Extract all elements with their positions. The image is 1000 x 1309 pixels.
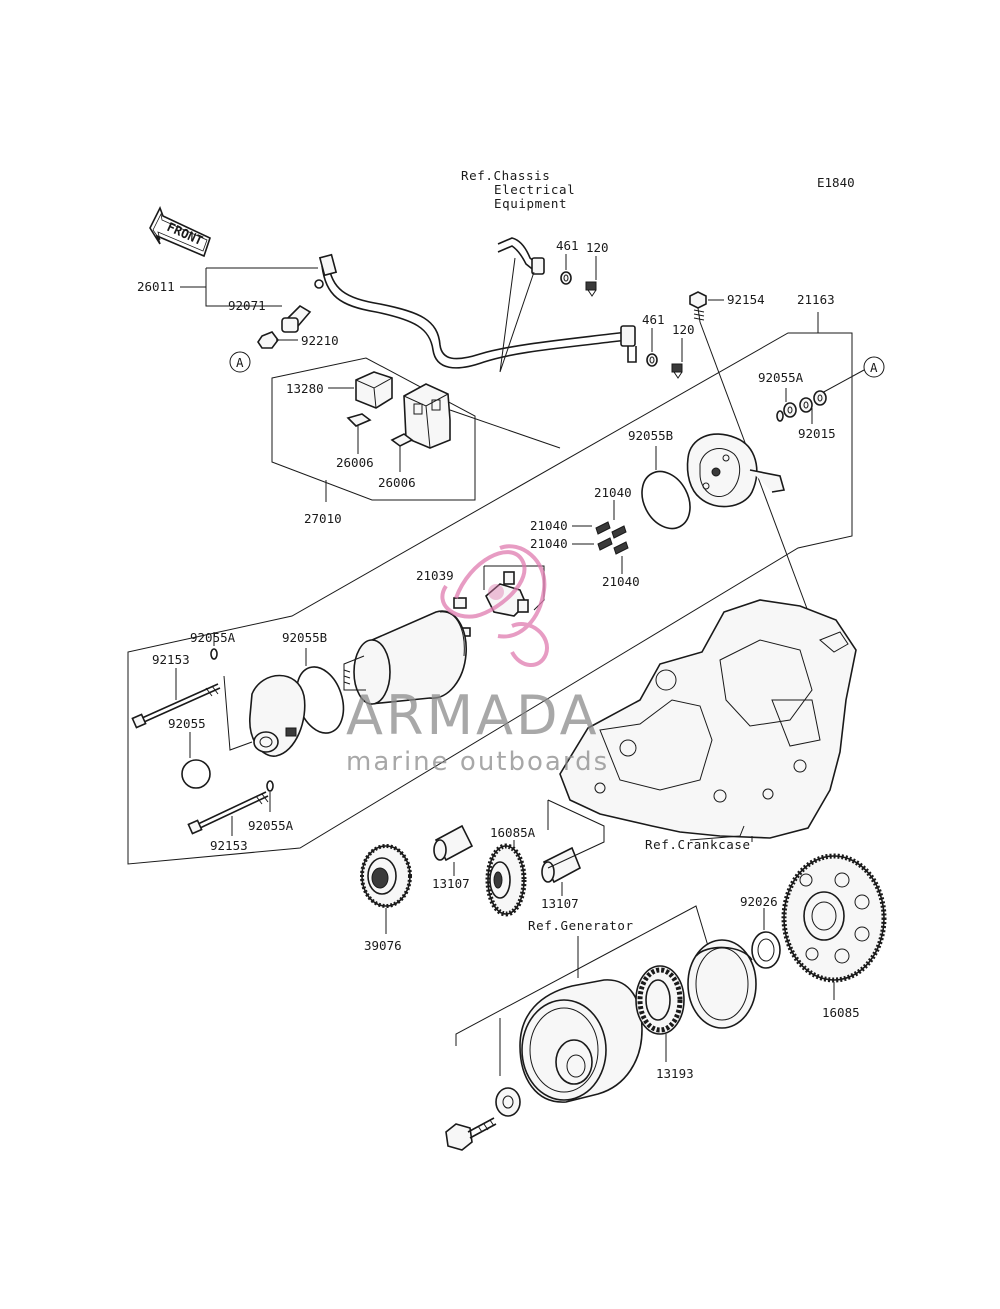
- watermark-brand: ARMADA: [346, 684, 600, 747]
- label-92210: 92210: [301, 333, 339, 348]
- ref-generator: Ref.Generator: [528, 918, 634, 933]
- label-92055A-bottom: 92055A: [248, 818, 294, 833]
- marker-a-right: [863, 356, 885, 378]
- label-26006-a: 26006: [336, 455, 374, 470]
- starter-rear-cover: [686, 433, 786, 508]
- washer-461-top: [560, 271, 572, 285]
- leader-front-cover-bracket: [223, 675, 253, 751]
- shaft-13107-a: [433, 824, 474, 862]
- bolt-120-lower: [671, 363, 683, 379]
- front-arrow-icon: FRONT: [149, 206, 211, 258]
- label-92015: 92015: [798, 426, 836, 441]
- ground-cable: [497, 237, 545, 373]
- label-21040-d: 21040: [602, 574, 640, 589]
- cable-terminal: [257, 304, 312, 349]
- label-21040-c: 21040: [530, 536, 568, 551]
- label-92026: 92026: [740, 894, 778, 909]
- fuse-26006-a: [346, 413, 372, 427]
- marker-a-right-text: A: [870, 360, 878, 375]
- nut-92015: [783, 390, 827, 418]
- rotor-bolt: [445, 1117, 497, 1151]
- label-13193: 13193: [656, 1066, 694, 1081]
- gear-16085A: [485, 843, 527, 917]
- bolt-92154: [689, 291, 707, 323]
- starter-gear-16085: [781, 853, 887, 983]
- label-120-top: 120: [586, 240, 609, 255]
- oring-92055A-left: [210, 648, 218, 660]
- starter-assembly-outline: [127, 332, 853, 865]
- starter-motor-yoke: [343, 610, 467, 705]
- ref-chassis-line1: Ref.Chassis: [461, 168, 550, 183]
- relay-cover-13280: [355, 371, 393, 409]
- label-92055: 92055: [168, 716, 206, 731]
- label-92055B-top: 92055B: [628, 428, 673, 443]
- leader-generator-group: [455, 905, 709, 1076]
- clutch-housing: [687, 939, 757, 1029]
- label-13107-b: 13107: [541, 896, 579, 911]
- oring-92055A-top: [776, 410, 784, 422]
- label-26006-b: 26006: [378, 475, 416, 490]
- label-16085A: 16085A: [490, 825, 536, 840]
- shaft-13107-b: [541, 846, 582, 884]
- leader-gear-group: [547, 799, 605, 869]
- relay-outline: [271, 357, 476, 501]
- marker-a-left-text: A: [236, 355, 244, 370]
- label-92055A-left: 92055A: [190, 630, 236, 645]
- label-92153-bottom: 92153: [210, 838, 248, 853]
- diagram-id: E1840: [817, 175, 855, 190]
- rotor-washer: [495, 1087, 521, 1117]
- label-21040-b: 21040: [530, 518, 568, 533]
- watermark-tagline: marine outboards: [346, 747, 609, 777]
- label-92154: 92154: [727, 292, 765, 307]
- label-27010: 27010: [304, 511, 342, 526]
- label-92055B-left: 92055B: [282, 630, 327, 645]
- oring-92055B-top: [641, 470, 691, 530]
- ref-chassis-line2: Electrical: [494, 182, 575, 197]
- label-13280: 13280: [286, 381, 324, 396]
- marker-a-left: [229, 351, 251, 373]
- brush-springs: [595, 521, 629, 555]
- leader-marker-a-right: [819, 369, 865, 395]
- oring-92055A-bottom: [266, 780, 274, 792]
- starter-clutch: [635, 965, 685, 1035]
- crankcase: [559, 599, 857, 841]
- label-461-top: 461: [556, 238, 579, 253]
- label-21163: 21163: [797, 292, 835, 307]
- label-92071: 92071: [228, 298, 266, 313]
- label-92153-top: 92153: [152, 652, 190, 667]
- washer-92026-inner: [757, 938, 775, 962]
- bolt-120-top: [585, 281, 597, 297]
- washer-92026: [751, 931, 781, 969]
- idle-gear-39076: [360, 844, 412, 908]
- label-21040-a: 21040: [594, 485, 632, 500]
- starter-cable: [314, 253, 637, 369]
- label-92055A-top: 92055A: [758, 370, 804, 385]
- label-461-lower: 461: [642, 312, 665, 327]
- through-bolt-top: [131, 683, 221, 729]
- label-21039: 21039: [416, 568, 454, 583]
- fuse-26006-b: [390, 433, 414, 447]
- ref-crankcase: Ref.Crankcase: [645, 837, 751, 852]
- armada-watermark-logo: ARMADA marine outboards: [346, 544, 609, 777]
- label-26011: 26011: [137, 279, 175, 294]
- washer-461-lower: [646, 353, 658, 367]
- leader-relay-cable: [449, 409, 561, 449]
- starter-relay: [403, 383, 451, 449]
- label-39076: 39076: [364, 938, 402, 953]
- generator-rotor: [519, 979, 643, 1103]
- starter-front-cover: [249, 674, 306, 757]
- ref-chassis-line3: Equipment: [494, 196, 567, 211]
- leader-21163: [788, 312, 852, 334]
- oring-92055: [181, 759, 211, 789]
- label-120-lower: 120: [672, 322, 695, 337]
- through-bolt-bottom: [187, 791, 269, 835]
- label-16085: 16085: [822, 1005, 860, 1020]
- label-13107-a: 13107: [432, 876, 470, 891]
- leader-26011: [180, 267, 318, 307]
